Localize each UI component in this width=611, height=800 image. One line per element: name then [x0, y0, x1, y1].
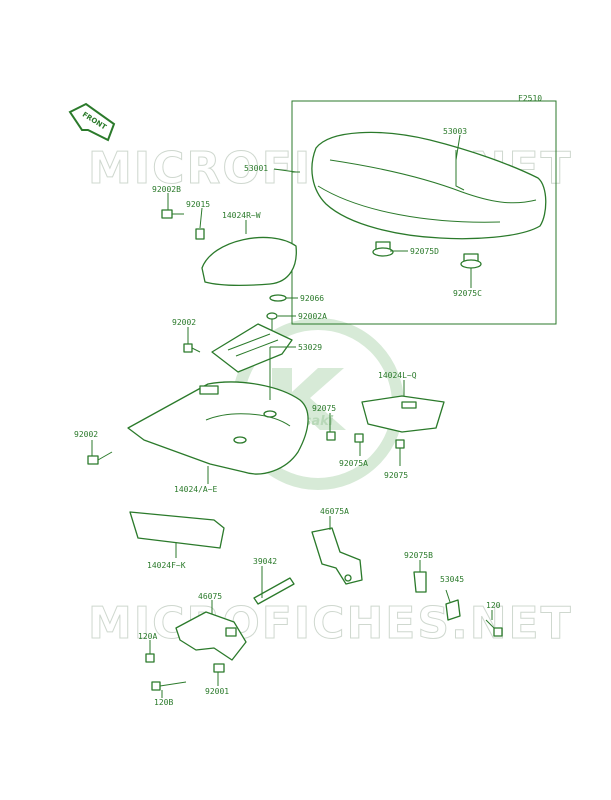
front-arrow-icon: FRONT — [68, 102, 116, 142]
damper-92075C — [460, 253, 482, 269]
latch-53045 — [445, 599, 461, 621]
label-92075C: 92075C — [453, 289, 482, 298]
cowl-14024RW — [201, 236, 297, 286]
label-14024FK: 14024F~K — [147, 561, 186, 570]
label-53029: 53029 — [298, 343, 322, 352]
label-92002-left: 92002 — [74, 430, 98, 439]
bolt-120B — [151, 681, 187, 691]
cap-92066 — [269, 294, 287, 302]
bolt-92002-top — [183, 343, 201, 353]
grommet-92075-right — [395, 439, 405, 449]
cover-14024LQ — [361, 395, 445, 433]
watermark-bottom: MICROFICHES.NET — [88, 598, 573, 649]
label-120B: 120B — [154, 698, 173, 707]
label-92002-top: 92002 — [172, 318, 196, 327]
label-14024RW: 14024R~W — [222, 211, 261, 220]
label-92075-mid: 92075 — [312, 404, 336, 413]
bolt-92001 — [213, 663, 225, 673]
label-92002B: 92002B — [152, 185, 181, 194]
bolt-92002B — [161, 209, 184, 219]
label-53003: 53003 — [443, 127, 467, 136]
clip-92015 — [195, 228, 205, 240]
label-39042: 39042 — [253, 557, 277, 566]
label-120: 120 — [486, 601, 501, 610]
grommet-92075 — [326, 431, 336, 441]
label-92075D: 92075D — [410, 247, 439, 256]
tail-section — [127, 381, 309, 475]
bolt-120 — [485, 619, 503, 637]
label-92066: 92066 — [300, 294, 324, 303]
cable-39042 — [253, 577, 295, 605]
label-14024AE: 14024/A~E — [174, 485, 218, 494]
label-92015: 92015 — [186, 200, 210, 209]
hinge-46075 — [175, 611, 247, 661]
trim-14024FK — [129, 511, 225, 549]
grommet-92075B — [413, 571, 427, 593]
label-53045: 53045 — [440, 575, 464, 584]
grommet-92075A — [354, 433, 364, 443]
seat-53001 — [311, 131, 547, 240]
label-14024LQ: 14024L~Q — [378, 371, 417, 380]
label-92075A: 92075A — [339, 459, 368, 468]
diagram-code: F2510 — [518, 94, 542, 103]
label-53001: 53001 — [244, 164, 268, 173]
bolt-120A — [145, 653, 155, 663]
label-46075: 46075 — [198, 592, 222, 601]
label-92001: 92001 — [205, 687, 229, 696]
label-92075B: 92075B — [404, 551, 433, 560]
damper-92075D — [372, 241, 394, 257]
label-92002A: 92002A — [298, 312, 327, 321]
bolt-92002-left — [87, 451, 113, 465]
label-46075A: 46075A — [320, 507, 349, 516]
label-92075-right: 92075 — [384, 471, 408, 480]
label-120A: 120A — [138, 632, 157, 641]
bracket-46075A — [311, 527, 363, 585]
bolt-92002A — [266, 312, 278, 330]
